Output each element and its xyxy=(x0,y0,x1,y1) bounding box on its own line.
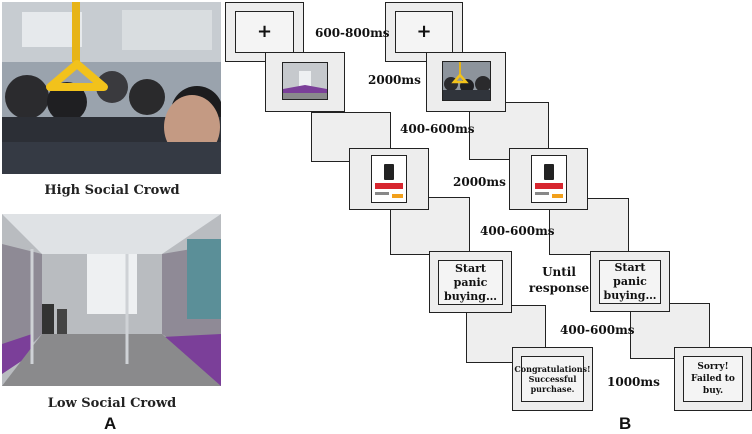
start-text-right: Start panic buying… xyxy=(599,260,661,304)
fail-screen: Sorry! Failed to buy. xyxy=(674,347,752,411)
start-screen-left: Start panic buying… xyxy=(429,251,512,313)
scene-screen-left xyxy=(265,52,345,112)
panel-a-label: A xyxy=(104,414,117,433)
isi-screen-3-right xyxy=(630,303,710,359)
fixation-inner-right: + xyxy=(395,11,453,53)
timing-response: Until response xyxy=(528,265,590,295)
timing-isi-3: 400-600ms xyxy=(560,323,635,337)
start-screen-right: Start panic buying… xyxy=(590,251,670,312)
fixation-cross-right: + xyxy=(416,21,432,42)
timing-fixation: 600-800ms xyxy=(315,26,390,40)
scene-thumb-low xyxy=(282,62,328,100)
product-screen-right xyxy=(509,148,588,210)
fixation-cross: + xyxy=(256,21,273,42)
timing-isi-2: 400-600ms xyxy=(480,224,555,238)
fail-text: Sorry! Failed to buy. xyxy=(683,356,743,402)
product-thumb-left xyxy=(371,155,407,203)
product-screen-left xyxy=(349,148,429,210)
low-crowd-caption: Low Social Crowd xyxy=(47,396,177,411)
panel-b-label: B xyxy=(619,414,632,433)
timing-isi-1: 400-600ms xyxy=(400,122,475,136)
low-crowd-photo xyxy=(2,214,221,386)
timing-feedback: 1000ms xyxy=(607,375,660,389)
fixation-inner: + xyxy=(235,11,294,53)
scene-thumb-high xyxy=(442,61,491,101)
high-crowd-photo xyxy=(2,2,221,174)
timing-scene: 2000ms xyxy=(368,73,421,87)
high-crowd-caption: High Social Crowd xyxy=(44,183,180,198)
timing-product: 2000ms xyxy=(453,175,506,189)
success-screen: Congratulations! Successful purchase. xyxy=(512,347,593,411)
scene-screen-right xyxy=(426,52,506,112)
start-text-left: Start panic buying… xyxy=(438,260,503,305)
success-text: Congratulations! Successful purchase. xyxy=(514,356,591,402)
fixation-screen-right: + xyxy=(385,2,463,62)
product-thumb-right xyxy=(531,155,567,203)
